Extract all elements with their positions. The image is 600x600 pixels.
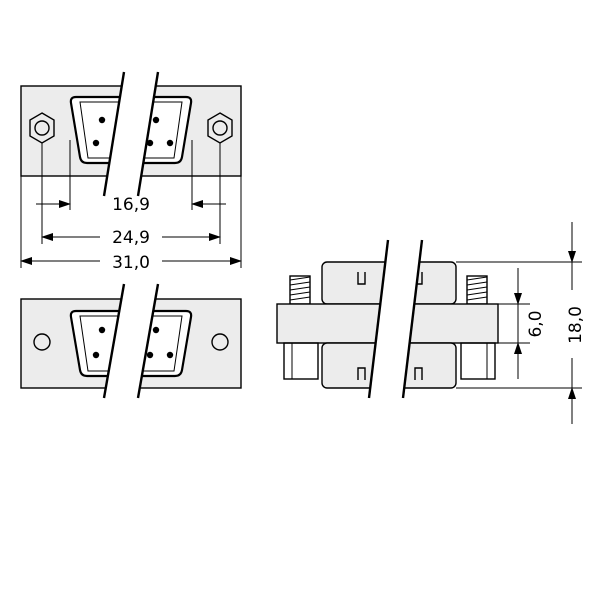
rear-view-bottom: [20, 283, 242, 399]
mount-hole-left: [33, 333, 51, 351]
dimension-flange-width: 31,0: [20, 249, 242, 273]
jackscrew-right: [466, 275, 488, 305]
side-view: [276, 239, 499, 399]
dimension-overall-height: 18,0: [566, 222, 586, 424]
dim-text-flange-width: 31,0: [112, 253, 150, 273]
post-left: [283, 342, 319, 380]
dim-text-flange-thickness: 6,0: [526, 310, 546, 337]
front-view-top: [20, 71, 242, 197]
dim-text-pin-span: 16,9: [112, 195, 150, 215]
dim-text-overall-height: 18,0: [566, 306, 586, 344]
mount-hole-right: [211, 333, 229, 351]
dimension-flange-thickness: 6,0: [514, 268, 546, 379]
dimension-pin-span: 16,9: [36, 195, 226, 215]
dimension-hole-span: 24,9: [41, 224, 221, 248]
dim-text-hole-span: 24,9: [112, 228, 150, 248]
jackscrew-left: [289, 275, 311, 305]
extension-lines: [20, 140, 242, 268]
post-right: [460, 342, 496, 380]
